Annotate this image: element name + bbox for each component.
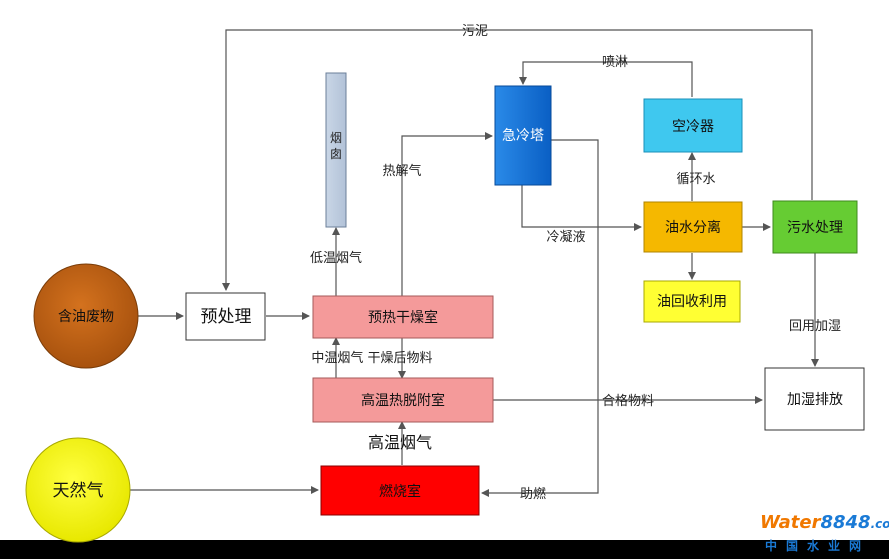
oil-recovery-label: 油回收利用 [657, 294, 727, 310]
pretreatment-label: 预处理 [201, 307, 252, 327]
diagram-background [0, 0, 889, 540]
label-spray: 喷淋 [602, 55, 628, 70]
watermark-logo: Water8848.com 中国水业网 [760, 512, 889, 553]
label-sludge: 污泥 [462, 24, 488, 39]
oily-waste-label: 含油废物 [58, 309, 114, 325]
chimney-label-1: 烟囱 [330, 131, 342, 161]
humidify-discharge-label: 加湿排放 [787, 392, 843, 408]
natural-gas-label: 天然气 [53, 481, 104, 501]
edge-condensate [521, 185, 642, 231]
label-mid-temp-flue-dry: 中温烟气 干燥后物料 [311, 350, 432, 366]
label-reuse-humidify: 回用加湿 [789, 319, 841, 334]
edge-hot-gas [401, 132, 493, 296]
air-cooler-label: 空冷器 [672, 119, 714, 135]
label-combustion-aid: 助燃 [520, 486, 546, 502]
quench-tower-label: 急冷塔 [502, 128, 544, 144]
label-condensate: 冷凝液 [546, 229, 585, 245]
air-cooler-node: 空冷器 [643, 98, 743, 153]
connectors [130, 29, 819, 497]
natural-gas-node: 天然气 [25, 437, 131, 543]
watermark-subtitle: 中国水业网 [765, 538, 870, 553]
watermark-brand: Water8848.com [760, 512, 889, 533]
thermal-desorb-label: 高温热脱附室 [361, 392, 445, 409]
label-cooling-water: 循环水 [676, 172, 715, 187]
label-hot-gas: 热解气 [382, 163, 421, 179]
burner-label: 燃烧室 [379, 483, 421, 500]
chimney-node: 烟囱 [325, 72, 347, 228]
label-high-temp-flue: 高温烟气 [368, 433, 432, 452]
label-low-temp-flue: 低温烟气 [310, 250, 362, 266]
oil-water-sep-label: 油水分离 [665, 219, 721, 236]
preheat-dry-node: 预热干燥室 [312, 295, 494, 339]
quench-tower-node: 急冷塔 [494, 85, 552, 186]
humidify-discharge-node: 加湿排放 [764, 367, 865, 431]
wastewater-treat-label: 污水处理 [787, 220, 843, 236]
edge-sludge [222, 29, 813, 291]
wastewater-treat-node: 污水处理 [772, 200, 858, 254]
oil-water-sep-node: 油水分离 [643, 201, 743, 253]
pretreatment-node: 预处理 [185, 292, 266, 341]
oily-waste-node: 含油废物 [33, 263, 139, 369]
label-qualified-material: 合格物料 [602, 393, 654, 409]
oil-recovery-node: 油回收利用 [643, 280, 741, 323]
burner-node: 燃烧室 [320, 465, 480, 516]
preheat-dry-label: 预热干燥室 [368, 309, 438, 326]
edge-combustion-aid [481, 139, 599, 497]
thermal-desorb-node: 高温热脱附室 [312, 377, 494, 423]
edge-spray [519, 61, 693, 97]
